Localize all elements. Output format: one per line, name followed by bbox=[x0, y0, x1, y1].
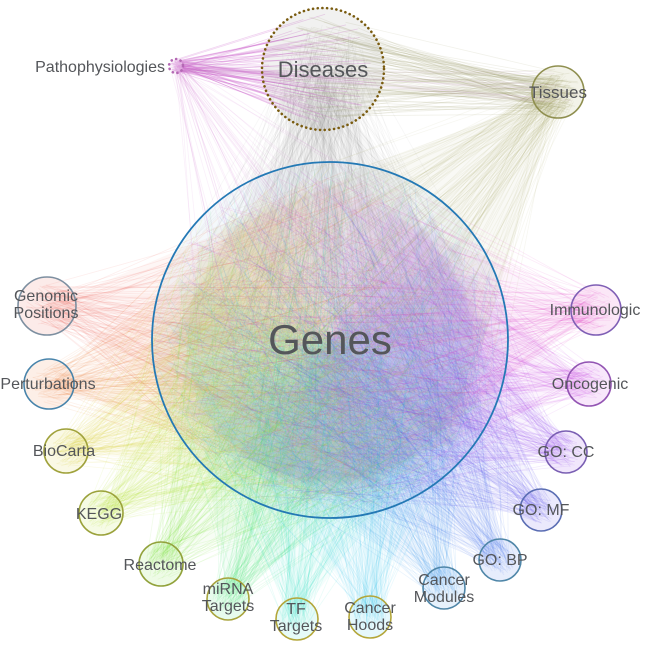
edge-fan-immunologic bbox=[311, 177, 596, 503]
node-label-tf_targets: TF bbox=[286, 601, 306, 618]
node-label-diseases: Diseases bbox=[278, 57, 368, 82]
node-kegg[interactable] bbox=[78, 490, 124, 536]
node-label-reactome: Reactome bbox=[124, 557, 197, 574]
node-label-cancer_modules: Cancer bbox=[418, 572, 470, 589]
node-label-biocarta: BioCarta bbox=[33, 443, 95, 460]
node-label-mirna_targets: Targets bbox=[202, 598, 254, 615]
node-label-pathophysiologies: Pathophysiologies bbox=[35, 59, 165, 76]
node-cancer_hoods[interactable] bbox=[348, 595, 392, 639]
node-genomic_positions[interactable] bbox=[17, 276, 77, 336]
edge-line-layer bbox=[25, 13, 614, 635]
node-label-go_mf: GO: MF bbox=[513, 502, 570, 519]
edge-fan-layer bbox=[47, 69, 596, 619]
node-go_bp[interactable] bbox=[478, 538, 522, 582]
edge-fan-kegg bbox=[101, 209, 429, 514]
edge-fan-tissues bbox=[209, 92, 558, 451]
edge-fan-go_cc bbox=[259, 192, 566, 488]
edge-fan-diseases bbox=[166, 69, 494, 345]
node-mirna_targets[interactable] bbox=[206, 577, 250, 621]
edge-fan-mirna_targets bbox=[177, 280, 483, 599]
node-label-mirna_targets: miRNA bbox=[203, 581, 254, 598]
node-label-cancer_hoods: Hoods bbox=[347, 617, 393, 634]
edge-fan-oncogenic bbox=[302, 178, 589, 502]
edge-fan-go_mf bbox=[227, 212, 542, 510]
edge-fan-tf_targets bbox=[167, 320, 493, 619]
edge-fan-cancer_modules bbox=[181, 271, 479, 588]
edge-fan-biocarta bbox=[66, 189, 394, 491]
node-label-genes: Genes bbox=[268, 316, 392, 363]
node-label-genomic_positions: Positions bbox=[14, 305, 79, 322]
node-tissues[interactable] bbox=[531, 65, 585, 119]
node-go_mf[interactable] bbox=[519, 488, 563, 532]
node-label-go_bp: GO: BP bbox=[472, 552, 527, 569]
node-tf_targets[interactable] bbox=[275, 597, 319, 641]
node-perturbations[interactable] bbox=[23, 358, 75, 410]
node-label-tf_targets: Targets bbox=[270, 618, 322, 635]
node-label-cancer_modules: Modules bbox=[414, 589, 474, 606]
edge-fan-perturbations bbox=[49, 178, 356, 502]
node-layer bbox=[17, 6, 622, 641]
edge-fan-go_bp bbox=[200, 239, 500, 560]
node-cancer_modules[interactable] bbox=[422, 566, 466, 610]
node-label-cancer_hoods: Cancer bbox=[344, 600, 396, 617]
node-immunologic[interactable] bbox=[570, 284, 622, 336]
node-label-genomic_positions: Genomic bbox=[14, 288, 78, 305]
node-genes[interactable] bbox=[151, 161, 509, 519]
edge-fan-genomic_positions bbox=[47, 177, 350, 503]
node-label-immunologic: Immunologic bbox=[550, 302, 641, 319]
genes-disk-tint bbox=[152, 162, 508, 518]
node-go_cc[interactable] bbox=[544, 430, 588, 474]
node-label-go_cc: GO: CC bbox=[538, 444, 595, 461]
node-reactome[interactable] bbox=[138, 541, 184, 587]
node-label-perturbations: Perturbations bbox=[0, 376, 95, 393]
edge-fan-cancer_hoods bbox=[167, 316, 493, 617]
node-oncogenic[interactable] bbox=[566, 361, 612, 407]
node-label-oncogenic: Oncogenic bbox=[552, 376, 629, 393]
node-label-tissues: Tissues bbox=[529, 83, 587, 102]
node-label-kegg: KEGG bbox=[76, 506, 122, 523]
node-diseases[interactable] bbox=[260, 6, 386, 132]
edge-fan-reactome bbox=[161, 241, 461, 564]
node-pathophysiologies[interactable] bbox=[167, 57, 185, 75]
node-biocarta[interactable] bbox=[43, 428, 89, 474]
